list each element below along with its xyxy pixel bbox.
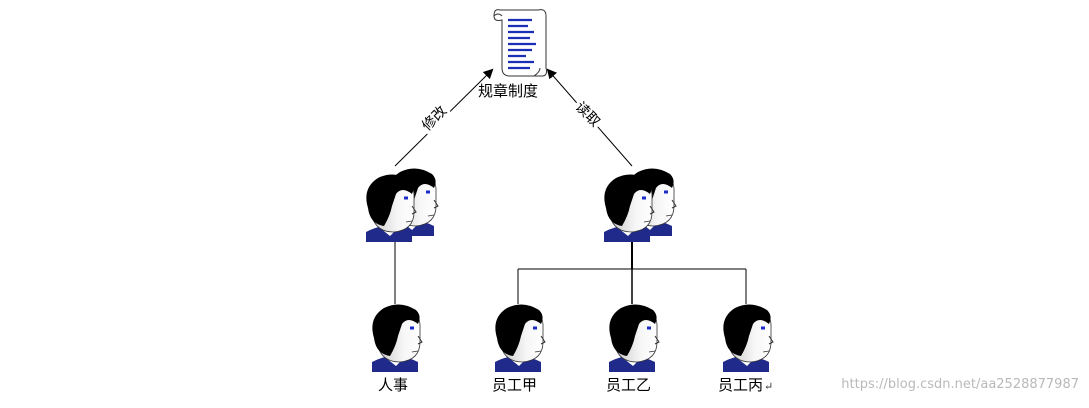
- hr-group-icon: [366, 168, 438, 242]
- document-scroll-icon: [493, 9, 547, 77]
- watermark-url: https://blog.csdn.net/aa2528877987: [841, 377, 1079, 392]
- hr-person-icon: [370, 302, 424, 374]
- return-mark: ↵: [764, 380, 774, 393]
- hr-label: 人事: [378, 376, 409, 394]
- staff-c-person-icon: [721, 302, 775, 374]
- staff-b-label: 员工乙: [606, 376, 652, 394]
- document-label: 规章制度: [478, 82, 539, 100]
- staff-c-label: 员工丙: [718, 376, 764, 394]
- staff-a-person-icon: [493, 302, 547, 374]
- staff-group-icon: [604, 168, 676, 242]
- staff-a-label: 员工甲: [492, 376, 538, 394]
- staff-b-person-icon: [607, 302, 661, 374]
- staff-c-label-row: 员工丙↵: [718, 374, 773, 395]
